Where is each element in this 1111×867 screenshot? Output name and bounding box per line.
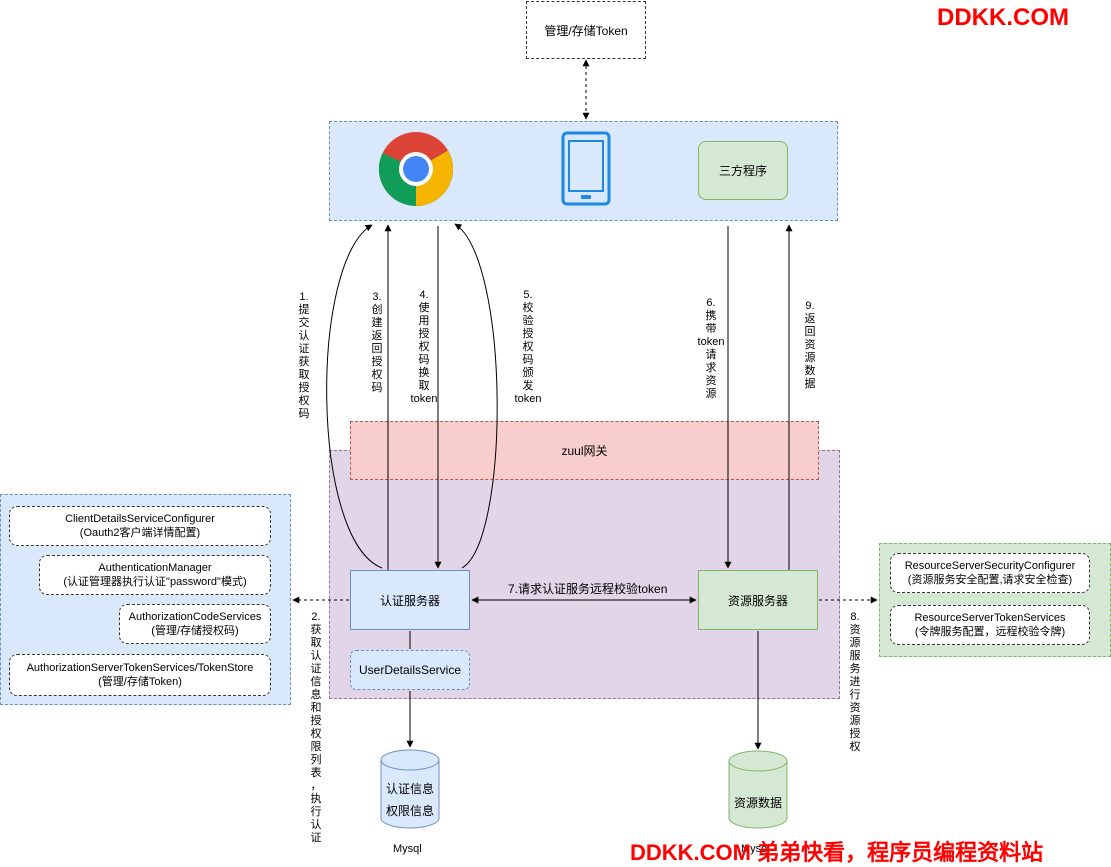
step3-label: 3. 创 建 返 回 授 权 码 bbox=[371, 291, 383, 394]
token-store-label: 管理/存储Token bbox=[544, 23, 628, 38]
step5-label: 5. 校 验 授 权 码 颁 发 token bbox=[514, 289, 542, 405]
resource-server-label: 资源服务器 bbox=[727, 593, 788, 608]
auth-server: 认证服务器 bbox=[350, 570, 470, 630]
authorization-code-line2: (管理/存储授权码) bbox=[151, 625, 239, 637]
chrome-browser-icon bbox=[378, 131, 454, 207]
resource-token-line1: ResourceServerTokenServices bbox=[914, 612, 1066, 624]
gateway-label: zuul网关 bbox=[561, 444, 608, 458]
token-services-line1: AuthorizationServerTokenServices/TokenSt… bbox=[26, 662, 254, 674]
watermark-top: DDKK.COM bbox=[937, 4, 1069, 31]
auth-db-label: 认证信息 权限信息 bbox=[381, 775, 439, 825]
authentication-manager-line2: (认证管理器执行认证"password"模式) bbox=[63, 576, 247, 588]
resource-security-config: ResourceServerSecurityConfigurer (资源服务安全… bbox=[890, 553, 1090, 593]
resource-security-line2: (资源服务安全配置,请求安全检查) bbox=[907, 574, 1073, 586]
auth-db-caption: Mysql bbox=[393, 843, 422, 855]
user-details-label: UserDetailsService bbox=[358, 663, 462, 677]
authentication-manager-line1: AuthenticationManager bbox=[98, 562, 212, 574]
client-details-line2: (Oauth2客户端详情配置) bbox=[79, 527, 201, 539]
resource-token-line2: (令牌服务配置，远程校验令牌) bbox=[914, 626, 1066, 638]
step1-label: 1. 提 交 认 证 获 取 授 权 码 bbox=[298, 291, 310, 420]
resource-db-label: 资源数据 bbox=[729, 790, 787, 814]
tablet-device-icon bbox=[561, 131, 611, 206]
authorization-code-config: AuthorizationCodeServices (管理/存储授权码) bbox=[119, 604, 271, 644]
step2-label: 2. 获 取 认 证 信 息 和 授 权 限 列 表 ， 执 行 认 证 bbox=[310, 611, 322, 844]
auth-db-line2: 权限信息 bbox=[385, 804, 434, 818]
token-services-config: AuthorizationServerTokenServices/TokenSt… bbox=[9, 654, 271, 696]
step9-label: 9. 返 回 资 源 数 据 bbox=[804, 300, 816, 390]
step4-label: 4. 使 用 授 权 码 换 取 token bbox=[410, 289, 438, 405]
third-party-label: 三方程序 bbox=[718, 164, 767, 178]
token-services-line2: (管理/存储Token) bbox=[98, 676, 182, 688]
third-party-program: 三方程序 bbox=[698, 141, 788, 200]
resource-db-caption: Mysql bbox=[741, 843, 770, 855]
token-store-box: 管理/存储Token bbox=[526, 1, 646, 59]
auth-database-cylinder bbox=[380, 749, 440, 829]
watermark-bottom: DDKK.COM 弟弟快看，程序员编程资料站 bbox=[630, 840, 1044, 865]
client-details-config: ClientDetailsServiceConfigurer (Oauth2客户… bbox=[9, 506, 271, 546]
auth-db-line1: 认证信息 bbox=[385, 782, 434, 796]
resource-token-services-config: ResourceServerTokenServices (令牌服务配置，远程校验… bbox=[890, 605, 1090, 645]
resource-database-cylinder bbox=[728, 750, 788, 829]
step5-arrow bbox=[454, 223, 498, 569]
resource-security-line1: ResourceServerSecurityConfigurer bbox=[904, 560, 1076, 572]
zuul-gateway: zuul网关 bbox=[350, 421, 819, 480]
authentication-manager-config: AuthenticationManager (认证管理器执行认证"passwor… bbox=[39, 555, 271, 595]
step8-label: 8. 资 源 服 务 进 行 资 源 授 权 bbox=[849, 611, 861, 753]
resource-db-text: 资源数据 bbox=[733, 795, 782, 810]
auth-server-label: 认证服务器 bbox=[379, 593, 440, 608]
resource-server: 资源服务器 bbox=[698, 570, 818, 630]
client-details-line1: ClientDetailsServiceConfigurer bbox=[65, 513, 215, 525]
step6-label: 6. 携 带 token 请 求 资 源 bbox=[697, 297, 725, 400]
step1-arrow bbox=[326, 224, 383, 569]
user-details-service: UserDetailsService bbox=[350, 650, 470, 690]
step7-label: 7.请求认证服务远程校验token bbox=[508, 582, 668, 596]
authorization-code-line1: AuthorizationCodeServices bbox=[128, 611, 262, 623]
